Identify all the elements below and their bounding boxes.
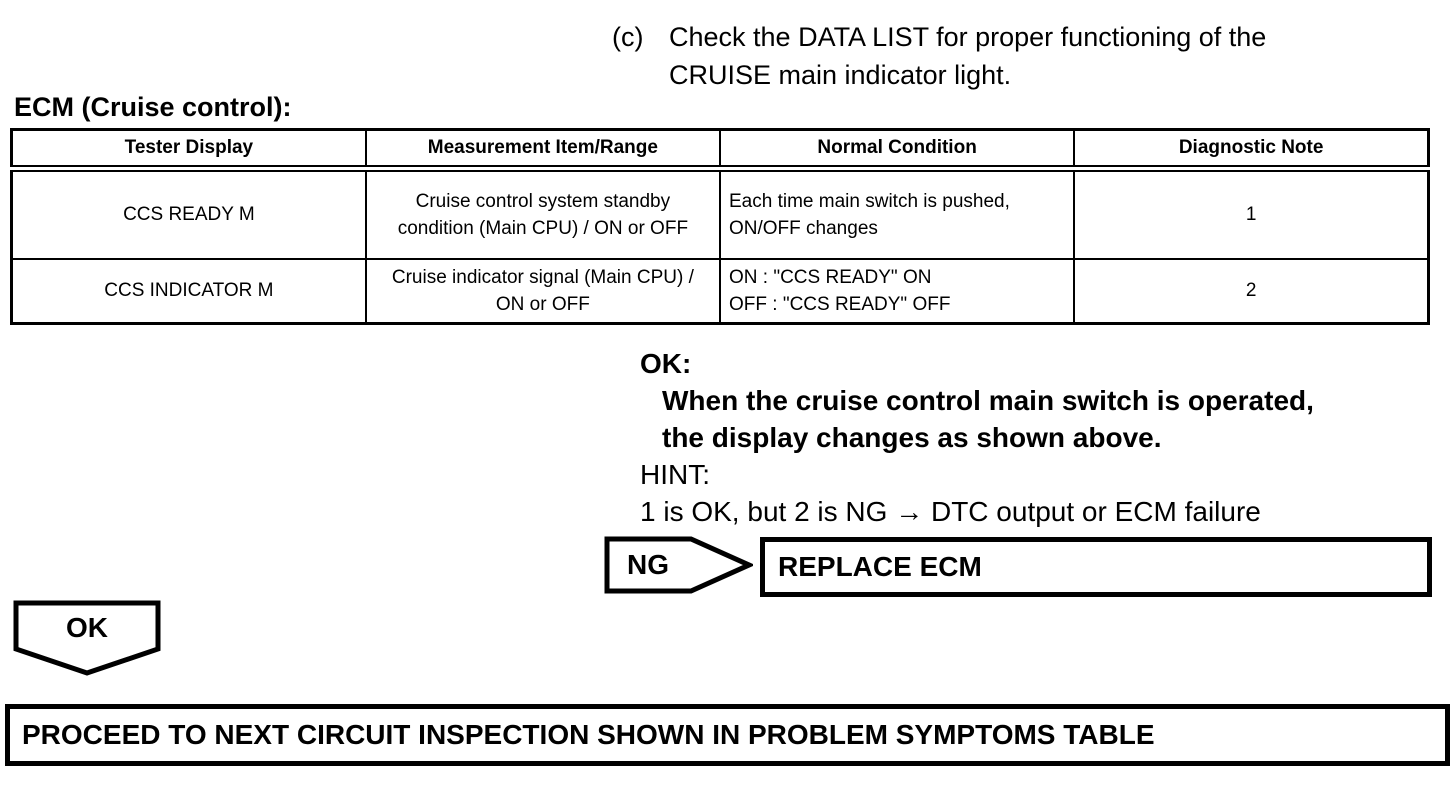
step-text-line2: CRUISE main indicator light. <box>669 60 1012 90</box>
cell-measurement: Cruise indicator signal (Main CPU) / ON … <box>364 257 722 324</box>
hint-text: 1 is OK, but 2 is NG → DTC output or ECM… <box>640 496 1261 527</box>
header-diagnostic-note: Diagnostic Note <box>1073 128 1430 172</box>
table-header-row: Tester Display Measurement Item/Range No… <box>10 128 1430 172</box>
cell-tester-display: CCS READY M <box>10 167 367 260</box>
cell-normal-condition: Each time main switch is pushed, ON/OFF … <box>718 167 1076 260</box>
normal-condition-line2: OFF : "CCS READY" OFF <box>729 293 951 315</box>
normal-condition-line1: ON : "CCS READY" ON <box>729 266 932 288</box>
ok-condition-line2: the display changes as shown above. <box>662 422 1162 453</box>
ok-label: OK: <box>640 348 692 379</box>
table-row: CCS INDICATOR M Cruise indicator signal … <box>10 257 1430 324</box>
header-normal-condition: Normal Condition <box>718 128 1076 172</box>
cell-measurement: Cruise control system standby condition … <box>364 167 722 260</box>
data-list-table: Tester Display Measurement Item/Range No… <box>10 128 1430 325</box>
header-measurement-item-range: Measurement Item/Range <box>364 128 722 172</box>
ok-condition-line1: When the cruise control main switch is o… <box>662 385 1314 416</box>
step-text: Check the DATA LIST for proper functioni… <box>669 18 1266 94</box>
ok-arrow-icon <box>13 600 161 676</box>
ok-hint-block: OK: When the cruise control main switch … <box>640 345 1314 530</box>
step-text-line1: Check the DATA LIST for proper functioni… <box>669 22 1267 52</box>
section-heading: ECM (Cruise control): <box>14 92 292 122</box>
table-row: CCS READY M Cruise control system standb… <box>10 167 1430 260</box>
step-marker: (c) <box>612 22 644 52</box>
cell-normal-condition: ON : "CCS READY" ON OFF : "CCS READY" OF… <box>718 257 1076 324</box>
proceed-action-box: PROCEED TO NEXT CIRCUIT INSPECTION SHOWN… <box>5 704 1450 766</box>
ng-flow-pointer: NG <box>603 535 756 595</box>
ng-badge: NG <box>627 549 669 580</box>
ok-badge: OK <box>66 612 108 643</box>
instruction-step-c: (c) Check the DATA LIST for proper funct… <box>612 18 1266 94</box>
header-tester-display: Tester Display <box>10 128 367 172</box>
replace-ecm-action-box: REPLACE ECM <box>760 537 1432 597</box>
hint-label: HINT: <box>640 459 710 490</box>
proceed-label: PROCEED TO NEXT CIRCUIT INSPECTION SHOWN… <box>22 719 1155 750</box>
cell-diagnostic-note: 1 <box>1073 167 1430 260</box>
replace-ecm-label: REPLACE ECM <box>778 551 982 582</box>
cell-tester-display: CCS INDICATOR M <box>10 257 367 324</box>
cell-diagnostic-note: 2 <box>1073 257 1430 324</box>
ng-arrow-icon <box>604 536 756 594</box>
ok-flow-pointer: OK <box>12 599 162 677</box>
